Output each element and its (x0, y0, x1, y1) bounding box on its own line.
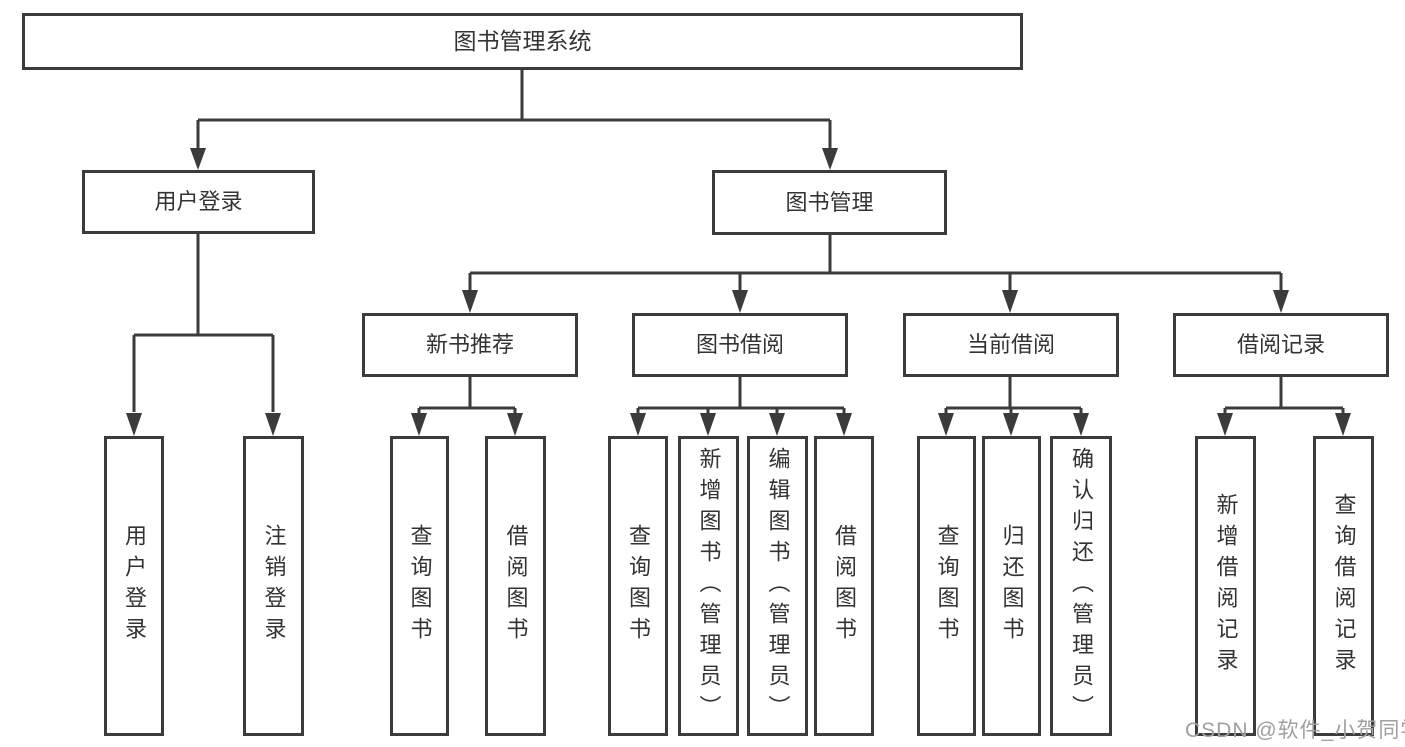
leaf-current-confirm-return-admin: 确认归还（管理员） (1050, 436, 1112, 736)
connector-root (196, 70, 832, 150)
node-label: 用户登录 (154, 189, 243, 214)
leaf-records-add-borrow-record: 新增借阅记录 (1195, 436, 1256, 736)
arrow-icon (462, 290, 478, 313)
leaf-newbook-query-books: 查询图书 (390, 436, 449, 736)
connector-user-login (132, 234, 275, 412)
arrow-icon (938, 413, 954, 436)
leaf-current-return-books: 归还图书 (982, 436, 1041, 736)
arrow-icon (836, 413, 852, 436)
leaf-label: 确认归还（管理员） (1069, 446, 1094, 726)
leaf-borrowing-edit-books-admin: 编辑图书（管理员） (747, 436, 808, 736)
arrow-icon (507, 413, 523, 436)
node-book-borrowing: 图书借阅 (632, 313, 848, 377)
leaf-borrowing-borrow-books: 借阅图书 (814, 436, 874, 736)
arrow-icon (1002, 290, 1018, 313)
node-label: 图书管理系统 (453, 28, 592, 54)
node-label: 当前借阅 (966, 332, 1055, 357)
arrow-icon (1273, 290, 1289, 313)
leaf-label: 归还图书 (999, 524, 1025, 648)
leaf-label: 用户登录 (122, 524, 147, 648)
leaf-logout: 注销登录 (243, 436, 304, 736)
leaf-label: 编辑图书（管理员） (765, 446, 791, 726)
leaf-label: 借阅图书 (503, 524, 529, 648)
connector-borrow-records (1223, 377, 1345, 414)
arrow-icon (700, 413, 716, 436)
arrow-icon (1217, 413, 1233, 436)
node-borrow-records: 借阅记录 (1173, 313, 1389, 377)
arrow-icon (126, 413, 142, 436)
leaf-user-login: 用户登录 (104, 436, 164, 736)
arrow-icon (1003, 413, 1019, 436)
connector-book-management (468, 235, 1283, 290)
leaf-label: 查询图书 (626, 524, 651, 648)
arrow-icon (630, 413, 646, 436)
leaf-newbook-borrow-books: 借阅图书 (485, 436, 546, 736)
arrow-icon (411, 413, 427, 436)
leaf-label: 查询图书 (934, 524, 960, 648)
arrow-icon (265, 413, 281, 436)
leaf-label: 新增借阅记录 (1213, 493, 1239, 679)
node-book-management: 图书管理 (712, 170, 947, 235)
leaf-label: 新增图书（管理员） (696, 446, 722, 726)
connector-current-borrowing (944, 377, 1083, 414)
connector-book-borrowing (636, 377, 846, 414)
node-library-management-system: 图书管理系统 (22, 13, 1023, 70)
leaf-records-query-borrow-record: 查询借阅记录 (1313, 436, 1374, 736)
node-current-borrowing: 当前借阅 (903, 313, 1119, 377)
arrow-icon (190, 148, 206, 170)
leaf-label: 查询图书 (407, 524, 433, 648)
leaf-label: 借阅图书 (832, 524, 857, 648)
node-label: 图书管理 (785, 189, 874, 215)
connector-new-book (417, 377, 517, 414)
arrow-icon (1335, 413, 1351, 436)
arrow-icon (822, 148, 838, 170)
arrow-icon (769, 413, 785, 436)
node-new-book-recommend: 新书推荐 (362, 313, 578, 377)
node-label: 新书推荐 (425, 332, 514, 357)
node-label: 借阅记录 (1236, 332, 1325, 357)
node-user-login: 用户登录 (82, 170, 315, 234)
leaf-borrowing-query-books: 查询图书 (608, 436, 668, 736)
csdn-watermark: CSDN @软件_小贺同学 (1185, 719, 1405, 742)
arrow-icon (1073, 413, 1089, 436)
arrowheads (126, 148, 1351, 436)
leaf-borrowing-add-books-admin: 新增图书（管理员） (678, 436, 739, 736)
leaf-label: 查询借阅记录 (1331, 493, 1357, 679)
arrow-icon (732, 290, 748, 313)
node-label: 图书借阅 (695, 332, 784, 357)
leaf-current-query-books: 查询图书 (917, 436, 976, 736)
leaf-label: 注销登录 (261, 524, 287, 648)
